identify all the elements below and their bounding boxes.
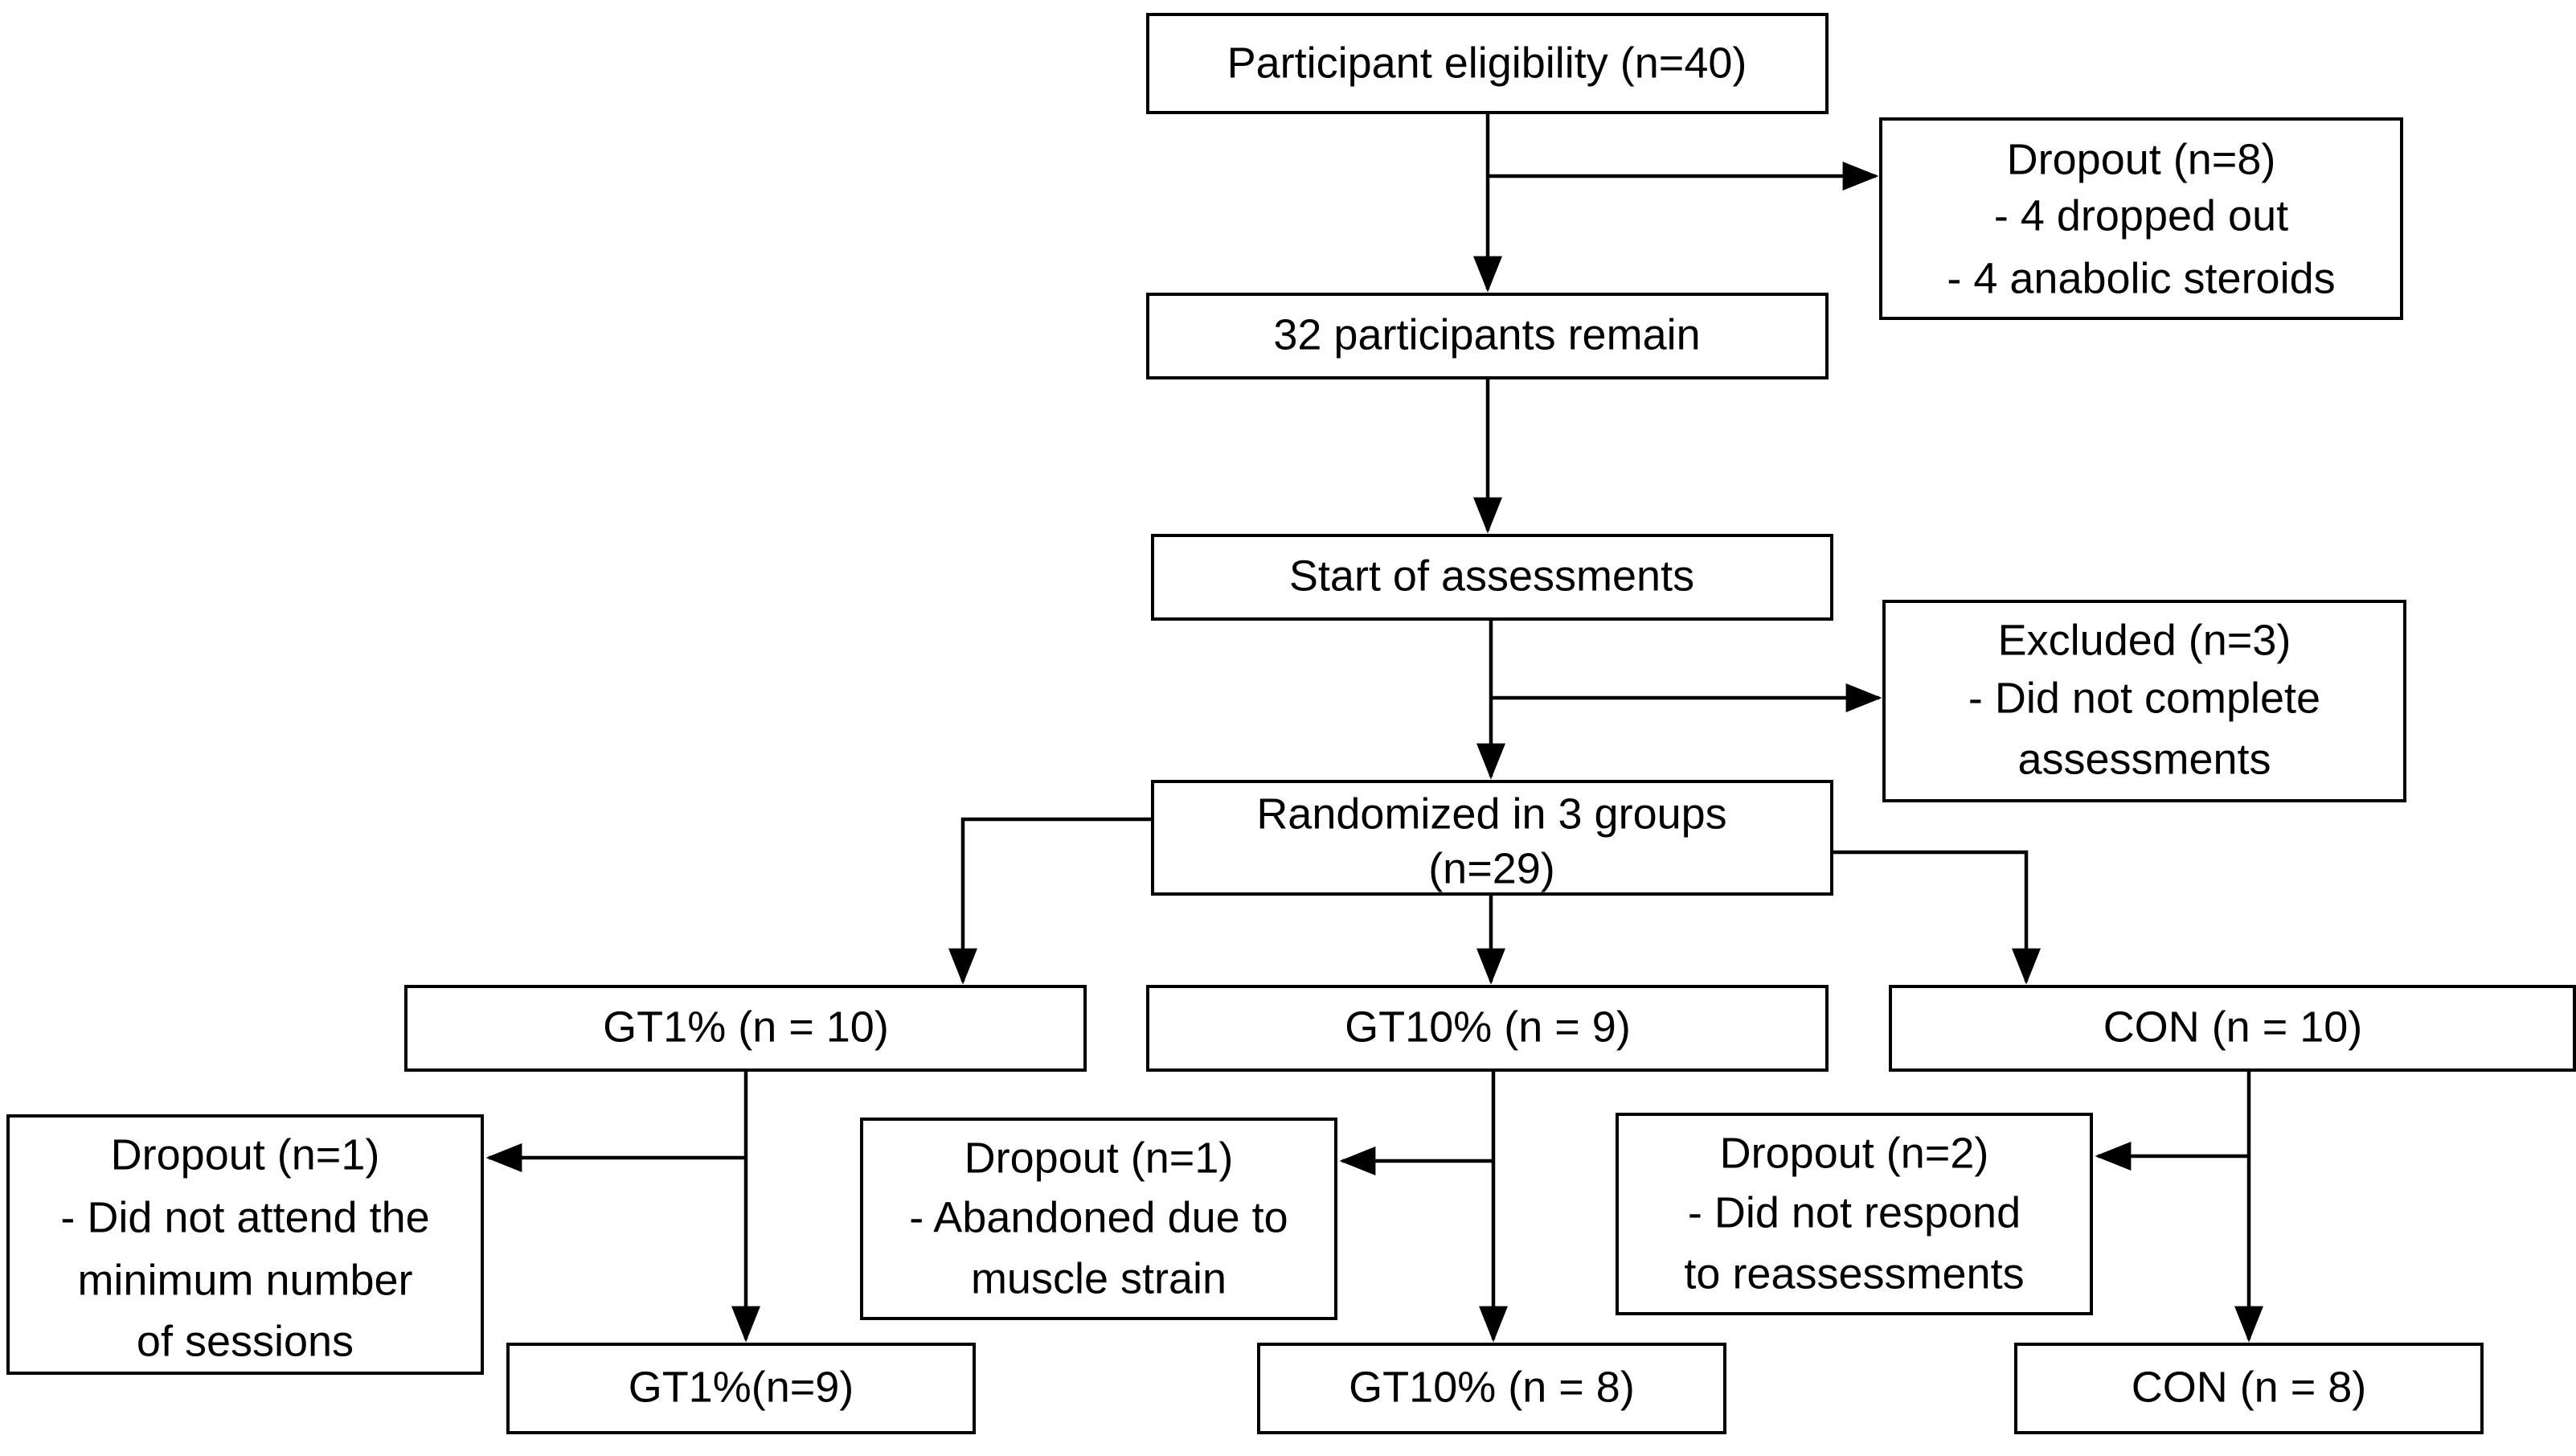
- node-gt10-label: GT10% (n = 9): [1345, 1003, 1631, 1051]
- node-start-assessments-box: [1151, 534, 1833, 621]
- node-gt1-box: [404, 985, 1087, 1072]
- node-remain32: 32 participants remain: [1146, 293, 1829, 379]
- node-dropout-top-line-2: - 4 dropped out: [1994, 191, 2288, 240]
- node-randomized-line-1: Randomized in 3 groups: [1256, 790, 1726, 838]
- node-dropout-con: Dropout (n=2) - Did not respond to reass…: [1616, 1113, 2093, 1315]
- node-dropout-gt1-line-2: - Did not attend the: [60, 1193, 429, 1241]
- node-eligibility-box: [1146, 13, 1829, 114]
- node-dropout-con-box: [1616, 1113, 2093, 1315]
- node-randomized-box: [1151, 780, 1833, 896]
- node-dropout-gt1-line-1: Dropout (n=1): [111, 1130, 380, 1179]
- node-gt1-final: GT1%(n=9): [506, 1343, 976, 1434]
- node-dropout-con-line-3: to reassessments: [1684, 1249, 2024, 1298]
- node-gt1-final-label: GT1%(n=9): [629, 1363, 854, 1411]
- node-gt10-final-label: GT10% (n = 8): [1349, 1363, 1635, 1411]
- node-con-box: [1889, 985, 2576, 1072]
- node-con: CON (n = 10): [1889, 985, 2576, 1072]
- node-gt10-final-box: [1257, 1343, 1726, 1434]
- node-dropout-gt10-line-1: Dropout (n=1): [964, 1134, 1234, 1182]
- node-excluded-line-2: - Did not complete: [1968, 674, 2320, 722]
- node-gt10-final: GT10% (n = 8): [1257, 1343, 1726, 1434]
- node-con-final: CON (n = 8): [2014, 1343, 2484, 1434]
- edge-randomized-con: [1832, 850, 2041, 985]
- node-remain32-box: [1146, 293, 1829, 379]
- node-dropout-top: Dropout (n=8) - 4 dropped out - 4 anabol…: [1879, 117, 2403, 320]
- node-remain32-label: 32 participants remain: [1273, 310, 1700, 359]
- node-con-label: CON (n = 10): [2103, 1003, 2363, 1051]
- node-randomized-line-2: (n=29): [1428, 844, 1555, 892]
- node-dropout-con-line-1: Dropout (n=2): [1720, 1129, 1989, 1177]
- node-dropout-top-box: [1879, 117, 2403, 320]
- node-dropout-gt1: Dropout (n=1) - Did not attend the minim…: [6, 1114, 484, 1375]
- node-excluded-line-3: assessments: [2017, 735, 2271, 783]
- node-dropout-gt10: Dropout (n=1) - Abandoned due to muscle …: [860, 1118, 1337, 1320]
- node-eligibility-label: Participant eligibility (n=40): [1227, 39, 1747, 87]
- node-gt10-box: [1146, 985, 1829, 1072]
- edges-layer: [485, 113, 2263, 1343]
- node-dropout-gt10-box: [860, 1118, 1337, 1320]
- node-excluded: Excluded (n=3) - Did not complete assess…: [1882, 600, 2406, 802]
- node-excluded-box: [1882, 600, 2406, 802]
- node-con-final-label: CON (n = 8): [2132, 1363, 2367, 1411]
- node-excluded-line-1: Excluded (n=3): [1998, 616, 2291, 664]
- node-dropout-gt1-line-3: minimum number: [77, 1256, 412, 1304]
- node-dropout-gt1-box: [6, 1114, 484, 1375]
- node-dropout-gt10-line-3: muscle strain: [971, 1254, 1227, 1302]
- node-dropout-gt10-line-2: - Abandoned due to: [909, 1193, 1288, 1241]
- node-eligibility: Participant eligibility (n=40): [1146, 13, 1829, 114]
- node-dropout-con-line-2: - Did not respond: [1688, 1188, 2021, 1237]
- node-gt1-final-box: [506, 1343, 976, 1434]
- node-start-assessments-label: Start of assessments: [1289, 552, 1694, 600]
- node-gt10: GT10% (n = 9): [1146, 985, 1829, 1072]
- node-con-final-box: [2014, 1343, 2484, 1434]
- node-dropout-top-line-3: - 4 anabolic steroids: [1947, 254, 2335, 302]
- node-gt1: GT1% (n = 10): [404, 985, 1087, 1072]
- node-dropout-gt1-line-4: of sessions: [137, 1317, 354, 1365]
- node-dropout-top-line-1: Dropout (n=8): [2007, 135, 2276, 183]
- node-start-assessments: Start of assessments: [1151, 534, 1833, 621]
- edge-randomized-gt1: [948, 817, 1153, 985]
- node-gt1-label: GT1% (n = 10): [603, 1003, 889, 1051]
- node-randomized: Randomized in 3 groups (n=29): [1151, 780, 1833, 896]
